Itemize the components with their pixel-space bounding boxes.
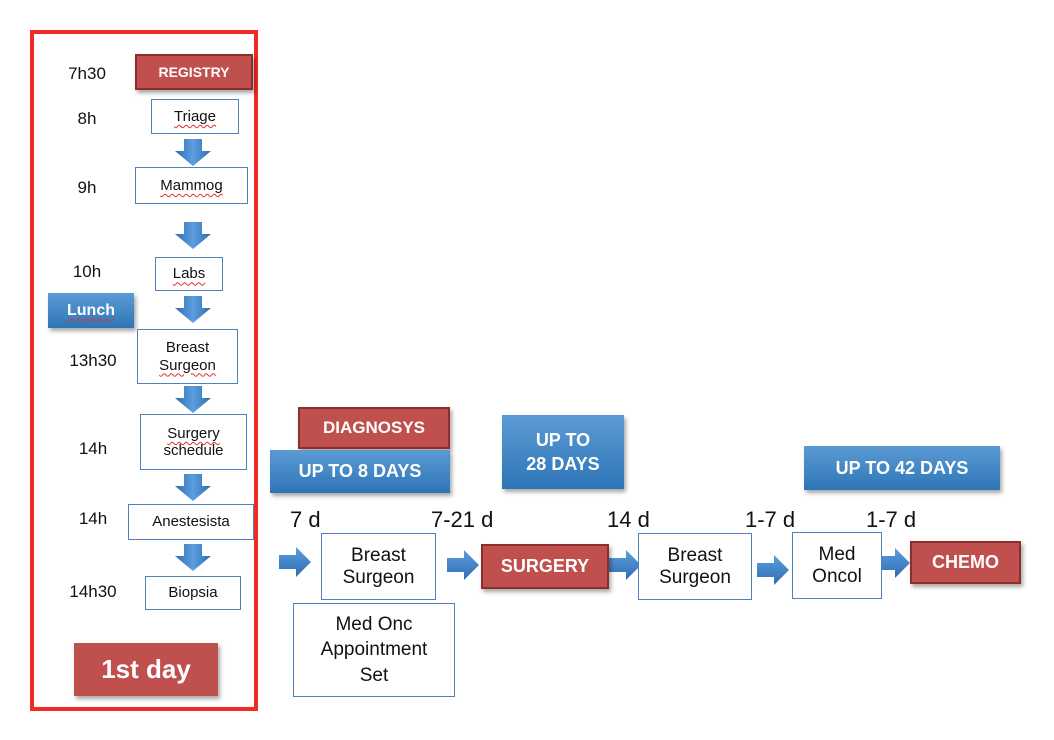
- interval-2: 7-21 d: [431, 507, 493, 533]
- up-to-8-days-box: UP TO 8 DAYS: [270, 450, 450, 493]
- breast-surgeon-line1: Breast: [351, 544, 406, 566]
- arrow-down-icon: [175, 474, 211, 501]
- triage-label: Triage: [174, 107, 216, 125]
- lunch-label: Lunch: [67, 301, 115, 319]
- anestesista-label: Anestesista: [152, 513, 230, 531]
- biopsia-box: Biopsia: [145, 576, 241, 610]
- time-registry: 7h30: [68, 64, 106, 83]
- interval-3: 14 d: [607, 507, 650, 532]
- labs-label: Labs: [172, 265, 206, 283]
- arrow-right-icon: [757, 555, 789, 585]
- breast-surgeon-day1-line2: Surgeon: [159, 356, 216, 374]
- interval-4: 1-7 d: [745, 507, 796, 532]
- time-surgery-schedule: 14h: [78, 439, 108, 458]
- arrow-down-icon: [175, 139, 211, 166]
- biopsia-label: Biopsia: [168, 584, 218, 602]
- arrow-right-icon: [609, 550, 641, 580]
- surgery-schedule-line2: schedule: [163, 442, 224, 459]
- breast-surgeon-day1-line1: Breast: [165, 339, 210, 357]
- time-anestesista: 14h: [78, 509, 108, 528]
- arrow-down-icon: [175, 386, 211, 413]
- breast-surgeon-followup-box: Breast Surgeon: [638, 533, 752, 600]
- med-onc-line3: Set: [359, 664, 389, 686]
- triage-box: Triage: [151, 99, 239, 134]
- time-biopsia: 14h30: [69, 582, 117, 601]
- surgery-schedule-line1: Surgery: [167, 424, 220, 442]
- arrow-right-icon: [881, 548, 910, 578]
- registry-box: REGISTRY: [135, 54, 253, 90]
- arrow-down-icon: [175, 222, 211, 249]
- time-mammog: 9h: [77, 178, 97, 197]
- med-oncol-box: Med Oncol: [792, 532, 882, 599]
- breast-surgeon-box: Breast Surgeon: [321, 533, 436, 600]
- breast-surgeon-line2: Surgeon: [342, 566, 415, 588]
- mammog-label: Mammog: [160, 176, 223, 194]
- first-day-label: 1st day: [101, 654, 191, 684]
- med-onc-line2: Appointment: [320, 639, 428, 661]
- arrow-right-icon: [447, 550, 479, 580]
- arrow-right-icon: [279, 547, 311, 577]
- breast-surgeon-followup-line2: Surgeon: [659, 566, 731, 588]
- arrow-down-icon: [175, 544, 211, 571]
- up-to-28-line2: 28 DAYS: [526, 454, 600, 474]
- med-oncol-line1: Med: [818, 543, 856, 565]
- interval-2-text: 7-21 d: [431, 507, 494, 532]
- up-to-42-days-box: UP TO 42 DAYS: [804, 446, 1000, 490]
- time-labs: 10h: [72, 262, 102, 281]
- first-day-label-box: 1st day: [74, 643, 218, 696]
- med-onc-line1: Med Onc: [335, 613, 413, 635]
- first-day-frame: [30, 30, 258, 711]
- med-oncol-line2: Oncol: [812, 565, 862, 587]
- breast-surgeon-followup-line1: Breast: [667, 544, 723, 566]
- surgery-schedule-box: Surgery schedule: [140, 414, 247, 470]
- up-to-28-days-box: UP TO 28 DAYS: [502, 415, 624, 489]
- labs-box: Labs: [155, 257, 223, 291]
- diagnosys-box: DIAGNOSYS: [298, 407, 450, 449]
- interval-5: 1-7 d: [866, 507, 917, 532]
- time-triage: 8h: [77, 109, 97, 128]
- arrow-down-icon: [175, 296, 211, 323]
- breast-surgeon-day1-box: Breast Surgeon: [137, 329, 238, 384]
- mammog-box: Mammog: [135, 167, 248, 204]
- time-breast-surgeon: 13h30: [69, 351, 117, 370]
- interval-1: 7 d: [290, 507, 321, 533]
- med-onc-appointment-box: Med Onc Appointment Set: [293, 603, 455, 697]
- anestesista-box: Anestesista: [128, 504, 254, 540]
- up-to-28-line1: UP TO: [535, 429, 591, 450]
- lunch-box: Lunch: [48, 293, 134, 328]
- interval-1-text: 7 d: [290, 507, 321, 532]
- surgery-box: SURGERY: [481, 544, 609, 589]
- chemo-box: CHEMO: [910, 541, 1021, 584]
